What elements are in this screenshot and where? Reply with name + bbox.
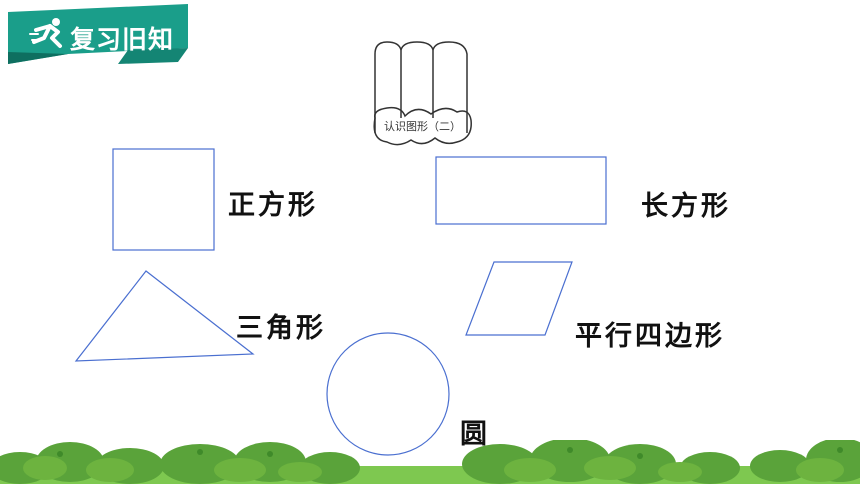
- rectangle-shape: [435, 156, 607, 225]
- grass-decoration: [0, 440, 860, 484]
- square-shape: [112, 148, 215, 251]
- circle-shape: [326, 332, 450, 456]
- label-rectangle: 长方形: [641, 191, 731, 222]
- triangle-shape: [74, 270, 255, 362]
- label-square: 正方形: [228, 190, 318, 221]
- badge-title: 复习旧知: [70, 25, 175, 54]
- runner-icon: [28, 16, 68, 50]
- parallelogram-shape: [465, 261, 573, 336]
- badge-shape: [8, 4, 188, 64]
- label-triangle: 三角形: [236, 313, 326, 344]
- book-icon: 认识图形（二）: [365, 38, 480, 150]
- label-circle: 圆: [460, 419, 490, 450]
- book-title: 认识图形（二）: [384, 120, 461, 133]
- section-badge: 复习旧知: [8, 4, 188, 66]
- label-parallelogram: 平行四边形: [575, 321, 725, 352]
